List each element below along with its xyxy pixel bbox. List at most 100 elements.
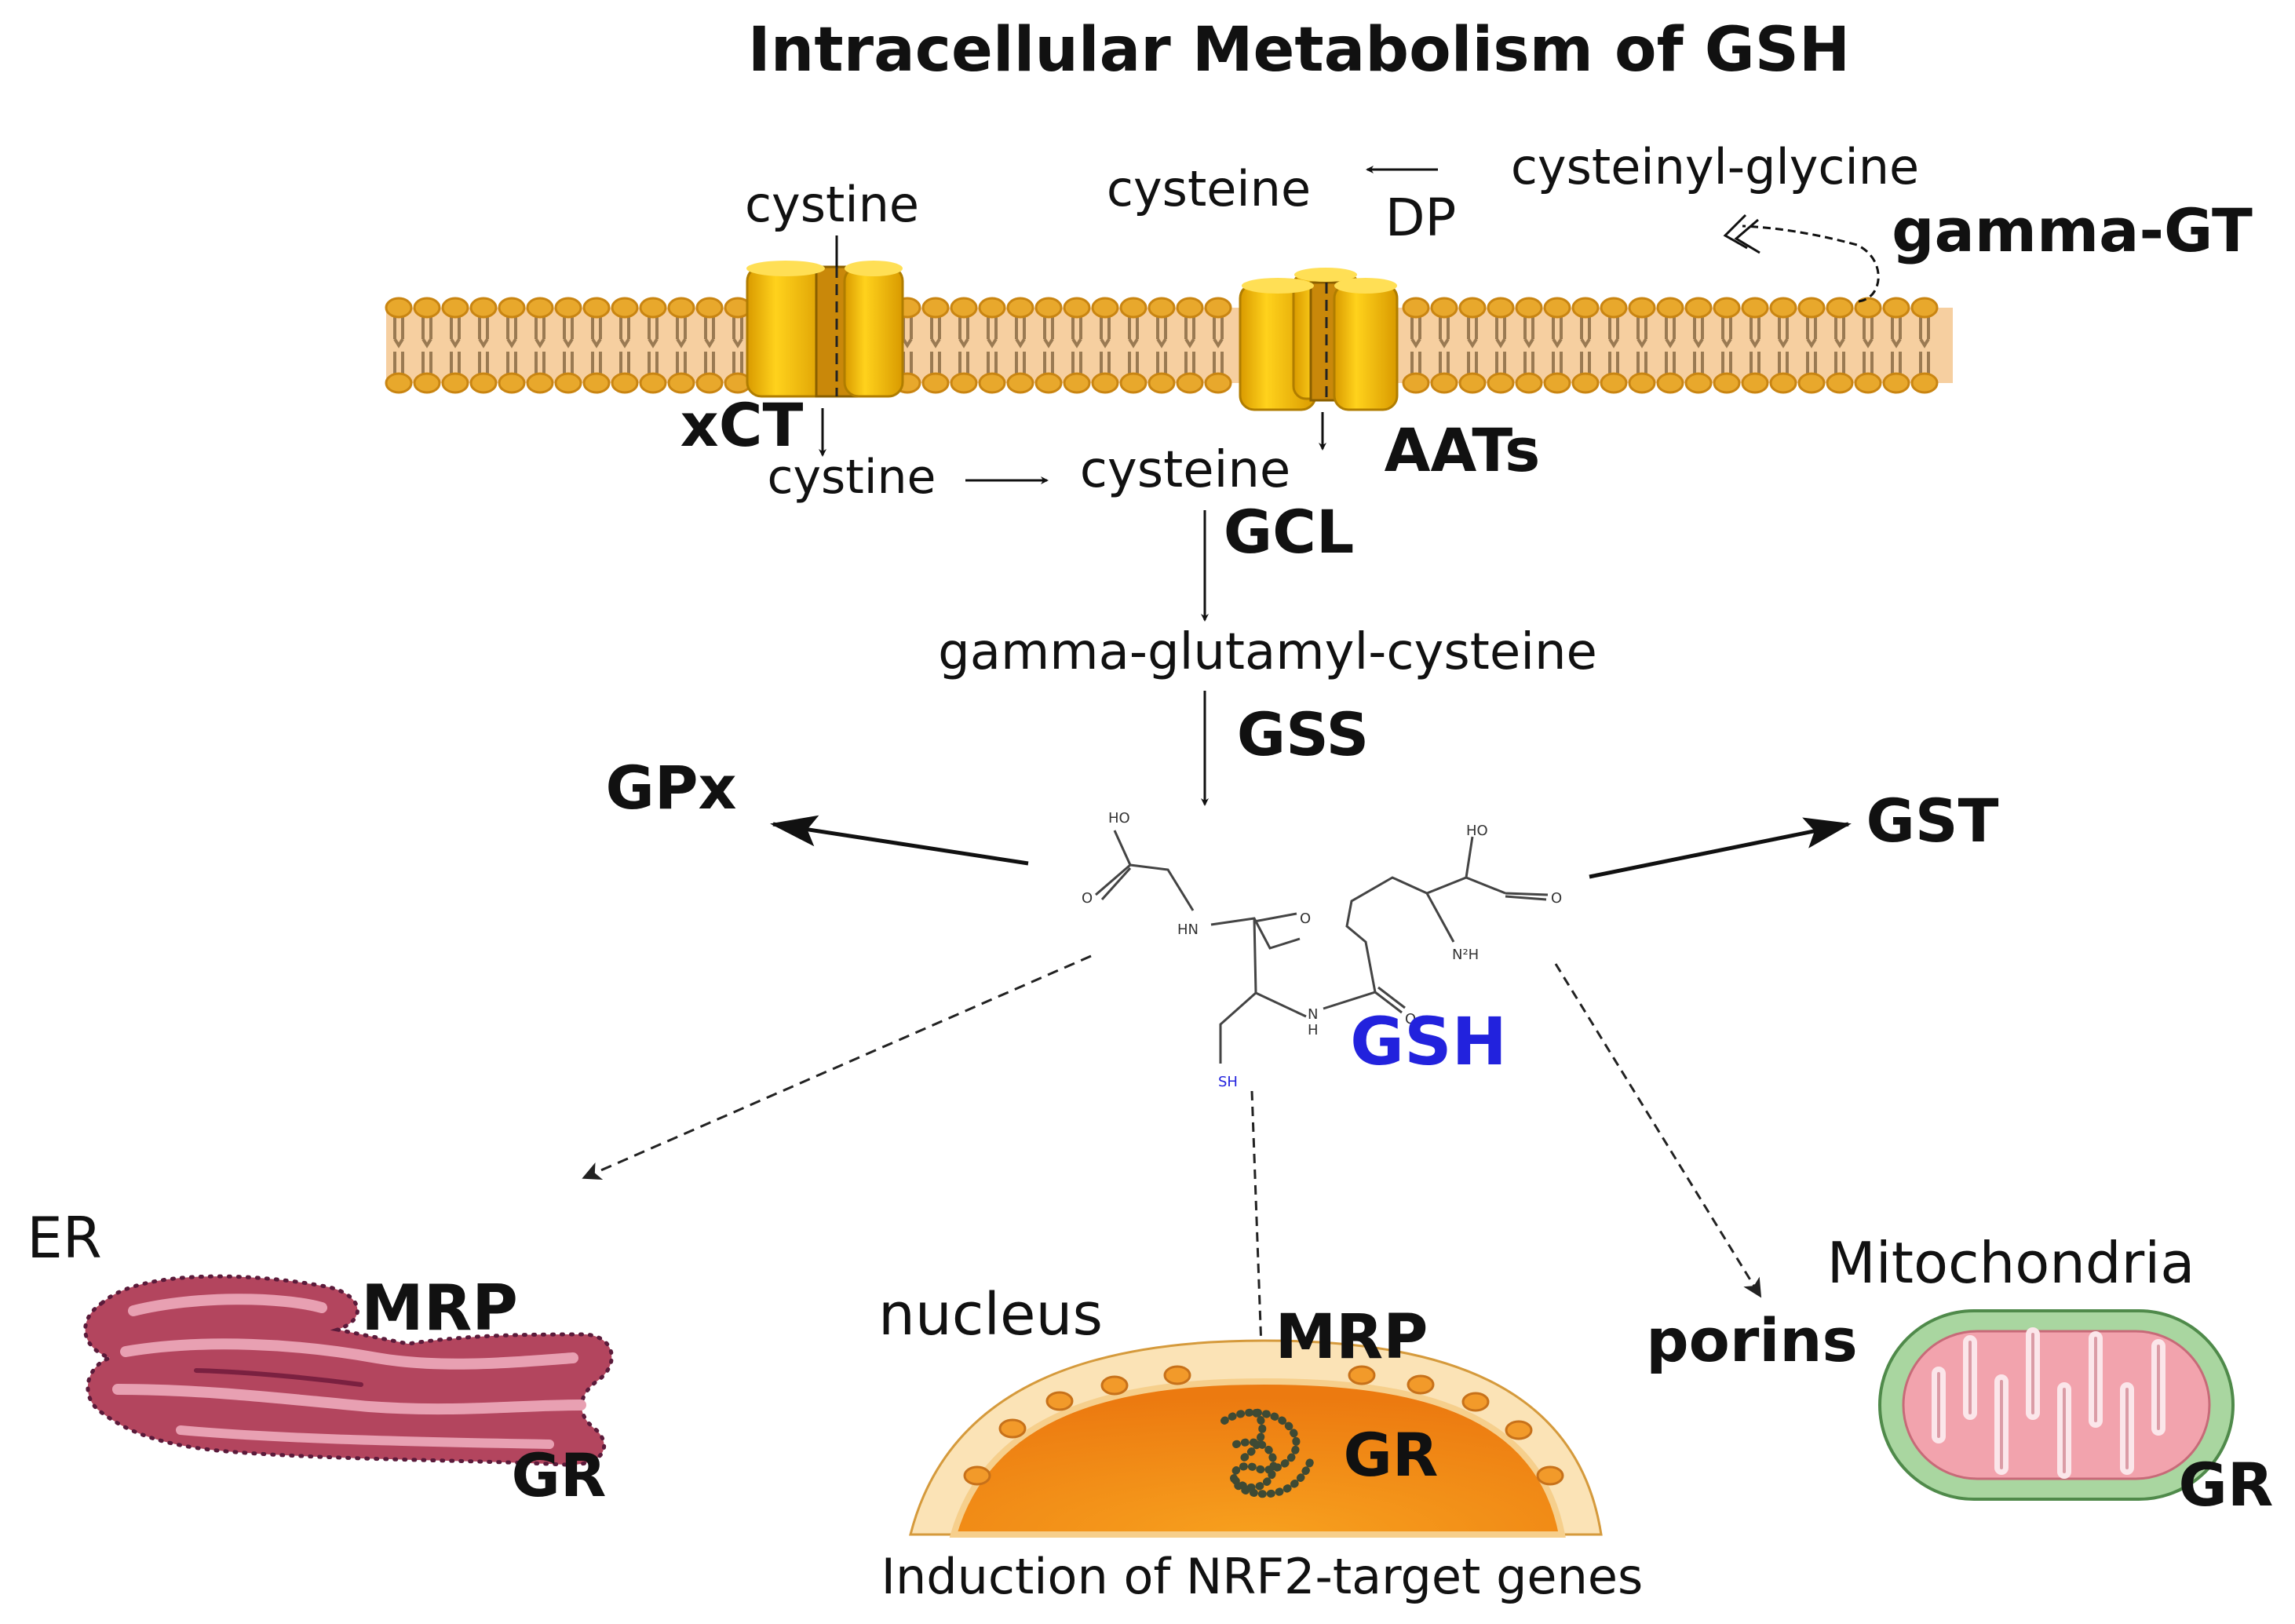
lipid-tail [1043, 317, 1054, 374]
lipid-head [1543, 297, 1571, 319]
lipid-head [1063, 297, 1091, 319]
lipid-head [1769, 297, 1797, 319]
lipid-head [1769, 372, 1797, 394]
label-gcl: GCL [1224, 497, 1355, 567]
lipid-tail [1665, 317, 1676, 374]
gamma-gt-dashed-link [1742, 224, 1880, 303]
lipid-head [385, 297, 413, 319]
gamma-gt-chevron-icon [1723, 213, 1760, 254]
lipid-tail [1778, 317, 1789, 374]
lipid-head [1006, 372, 1034, 394]
lipid-head [441, 372, 469, 394]
lipid-head [1684, 297, 1713, 319]
lipid-head [1571, 297, 1600, 319]
nuclear-pore [998, 1418, 1027, 1439]
chromatin-icon [1220, 1408, 1315, 1498]
lipid-head [667, 297, 695, 319]
lipid-head [611, 297, 639, 319]
svg-text:H: H [1308, 1022, 1319, 1038]
gsh-molecule-structure [1095, 830, 1549, 1064]
nuclear-pore [1163, 1365, 1191, 1385]
nuclear-pore [1348, 1365, 1376, 1385]
lipid-head [498, 372, 526, 394]
lipid-tail [1891, 317, 1902, 374]
lipid-head [469, 372, 498, 394]
lipid-head [1854, 297, 1882, 319]
svg-text:HO: HO [1108, 810, 1130, 827]
lipid-head [1571, 372, 1600, 394]
lipid-tail [1100, 317, 1111, 374]
nuclear-pore [1100, 1375, 1129, 1396]
label-mrp-er: MRP [361, 1272, 518, 1345]
lipid-head [1882, 372, 1910, 394]
lipid-tail [535, 317, 545, 374]
lipid-tail [1128, 317, 1139, 374]
cell-membrane [385, 297, 1953, 394]
lipid-tail [619, 317, 630, 374]
arrow-gsh-to-gst [1589, 817, 1852, 879]
lipid-tail [1523, 317, 1534, 374]
label-gst: GST [1866, 786, 1999, 856]
lipid-head [1148, 297, 1176, 319]
svg-text:HO: HO [1466, 823, 1488, 839]
lipid-head [1600, 372, 1628, 394]
diagram-title: Intracellular Metabolism of GSH [748, 15, 1850, 86]
lipid-head [1119, 297, 1148, 319]
lipid-tail [506, 317, 517, 374]
lipid-head [1797, 372, 1826, 394]
lipid-tail [1919, 317, 1930, 374]
svg-text:O: O [1551, 890, 1562, 907]
label-porins: porins [1646, 1305, 1858, 1375]
lipid-tail [1184, 317, 1195, 374]
svg-text:N: N [1308, 1006, 1318, 1023]
lipid-head [950, 372, 978, 394]
lipid-head [582, 297, 611, 319]
label-gr-mitochondria: GR [2179, 1450, 2274, 1520]
lipid-head [1684, 372, 1713, 394]
lipid-head [1204, 372, 1232, 394]
label-gamma-glutamyl-cysteine: gamma-glutamyl-cysteine [938, 623, 1597, 681]
lipid-head [1713, 372, 1741, 394]
lipid-head [385, 372, 413, 394]
lipid-head [1600, 297, 1628, 319]
label-gpx: GPx [605, 753, 736, 823]
label-aats: AATs [1385, 415, 1541, 485]
lipid-tail [1467, 317, 1478, 374]
label-cysteine-extracellular: cysteine [1107, 160, 1311, 217]
lipid-head [639, 297, 667, 319]
lipid-head [1910, 297, 1939, 319]
lipid-head [1910, 372, 1939, 394]
svg-text:O: O [1082, 890, 1093, 907]
lipid-head [1091, 372, 1119, 394]
label-cysteine-intracellular: cysteine [1080, 441, 1291, 499]
lipid-tail [987, 317, 998, 374]
lipid-tail [1213, 317, 1224, 374]
lipid-head [639, 372, 667, 394]
lipid-head [1176, 372, 1204, 394]
dashed-arrow-to-er [582, 954, 1092, 1180]
label-mrp-nucleus: MRP [1275, 1302, 1428, 1373]
lipid-head [1063, 372, 1091, 394]
lipid-head [695, 372, 724, 394]
nucleus-organelle [909, 1339, 1603, 1538]
svg-text:SH: SH [1218, 1074, 1238, 1090]
lipid-tail [1806, 317, 1817, 374]
nuclear-pore [1407, 1374, 1435, 1395]
label-nucleus: nucleus [878, 1281, 1103, 1348]
lipid-head [1402, 372, 1430, 394]
lipid-tail [1156, 317, 1167, 374]
label-gsh: GSH [1350, 1003, 1507, 1080]
lipid-tail [1552, 317, 1563, 374]
label-nrf2-induction: Induction of NRF2-target genes [881, 1548, 1644, 1605]
lipid-head [1515, 372, 1543, 394]
lipid-head [441, 297, 469, 319]
lipid-head [413, 297, 441, 319]
lipid-tail [1834, 317, 1845, 374]
lipid-head [1882, 297, 1910, 319]
lipid-head [1826, 372, 1854, 394]
lipid-head [469, 297, 498, 319]
lipid-tail [450, 317, 461, 374]
lipid-head [1458, 372, 1487, 394]
lipid-head [1091, 297, 1119, 319]
